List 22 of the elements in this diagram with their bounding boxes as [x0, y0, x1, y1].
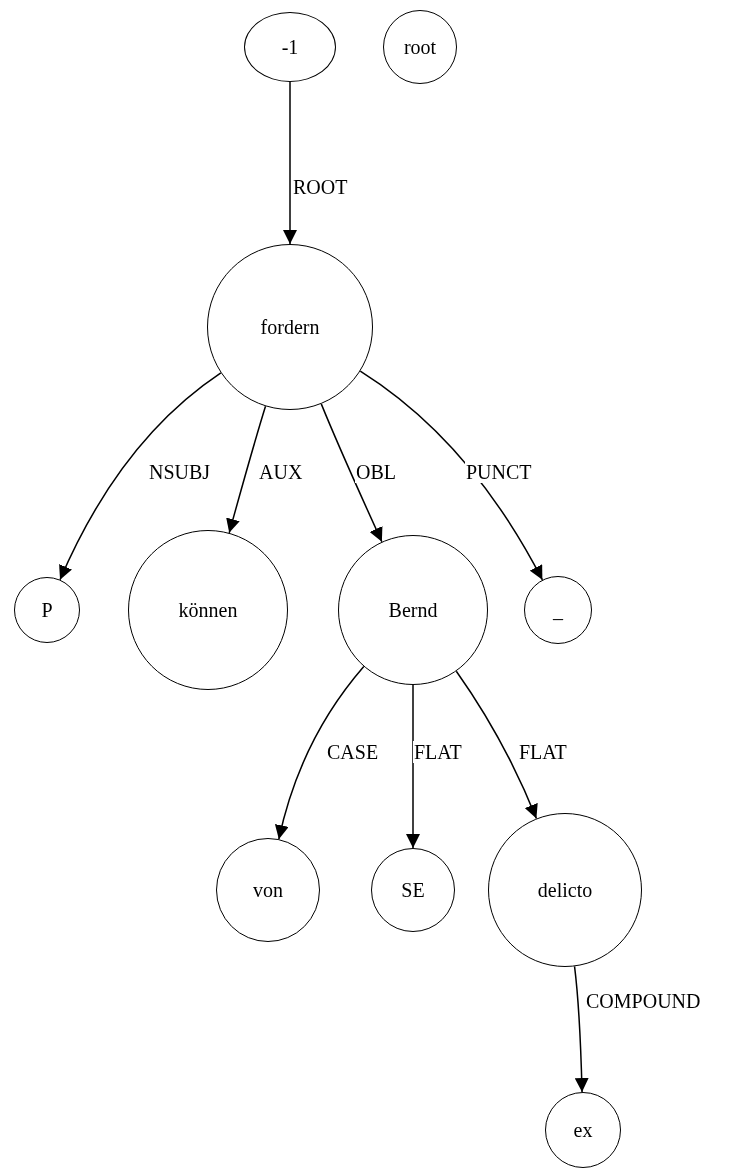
node-label: root — [403, 35, 437, 59]
node-label: von — [253, 878, 283, 902]
arrow — [573, 965, 589, 1093]
arrow — [320, 403, 383, 543]
node-label: ex — [573, 1118, 593, 1142]
arrow — [406, 684, 420, 849]
node-label: SE — [401, 878, 425, 902]
edge-label: FLAT — [413, 741, 463, 763]
edge-label: PUNCT — [465, 461, 533, 483]
arrow — [283, 81, 297, 245]
node-label: fordern — [260, 315, 320, 339]
node-label: Bernd — [388, 598, 438, 622]
arrow — [455, 670, 538, 820]
arrow — [226, 405, 267, 534]
arrow — [275, 665, 365, 840]
node-label: -1 — [281, 35, 299, 59]
node-label: können — [178, 598, 238, 622]
node-label: delicto — [537, 878, 593, 902]
arrow — [359, 370, 544, 581]
node-label: _ — [553, 598, 563, 622]
node-label: P — [41, 598, 53, 622]
arrow — [59, 372, 222, 581]
